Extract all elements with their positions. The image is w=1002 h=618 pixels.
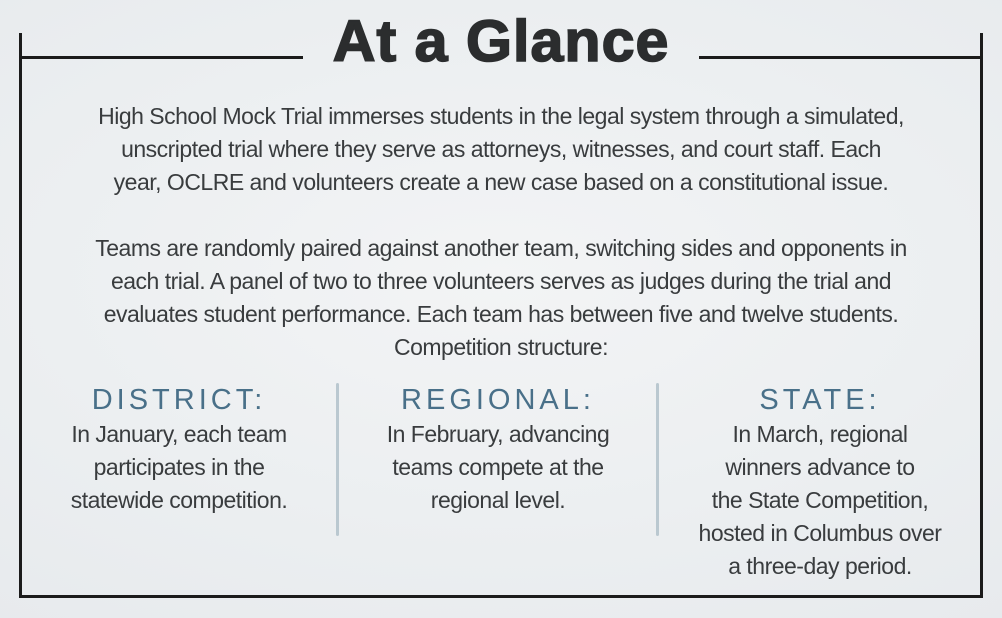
regional-heading: REGIONAL:	[401, 384, 595, 416]
competition-structure-label: Competition structure:	[394, 334, 608, 360]
intro-paragraph: High School Mock Trial immerses students…	[98, 103, 904, 195]
title-rule-left	[19, 56, 303, 59]
state-body: In March, regional winners advance to th…	[698, 421, 942, 579]
column-state: STATE: In March, regional winners advanc…	[660, 383, 980, 583]
content-frame-border	[19, 33, 983, 598]
column-divider-1	[336, 383, 339, 536]
column-district: DISTRICT: In January, each team particip…	[22, 383, 336, 517]
regional-body: In February, advancing teams compete at …	[386, 421, 610, 513]
title-row: At a Glance	[19, 9, 983, 74]
page-title: At a Glance	[332, 9, 670, 74]
teams-paragraph: Teams are randomly paired against anothe…	[95, 235, 907, 327]
title-rule-right	[699, 56, 983, 59]
column-divider-2	[656, 383, 659, 536]
district-body: In January, each team participates in th…	[70, 421, 288, 513]
state-heading: STATE:	[759, 384, 881, 416]
column-regional: REGIONAL: In February, advancing teams c…	[340, 383, 656, 517]
district-heading: DISTRICT:	[91, 384, 267, 416]
